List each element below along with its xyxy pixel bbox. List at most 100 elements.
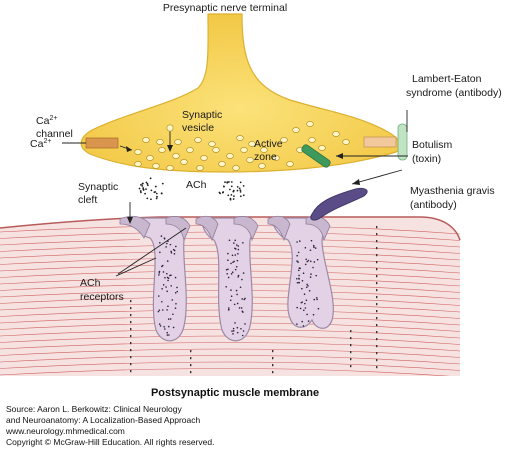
lambert-eaton-label-2: syndrome (antibody)	[406, 87, 502, 99]
receptor-dot	[158, 274, 160, 276]
receptor-dot	[159, 242, 161, 244]
receptor-dot	[234, 254, 237, 256]
tubule-dot	[130, 370, 132, 373]
ach-dot	[218, 191, 221, 194]
receptor-dot	[157, 310, 160, 313]
receptor-dot	[313, 261, 316, 263]
receptor-dot	[238, 307, 241, 309]
receptor-dot	[166, 309, 168, 311]
tubule-dot	[130, 349, 132, 352]
receptor-dot	[232, 261, 234, 264]
synaptic-cleft-label-2: cleft	[78, 194, 97, 206]
receptor-dot	[233, 303, 236, 306]
ach-dot	[239, 195, 242, 198]
receptor-dot	[298, 269, 300, 272]
receptor-dot	[298, 267, 301, 270]
synaptic-vesicles	[134, 121, 350, 171]
receptor-dot	[230, 289, 232, 291]
myasthenia-pointer	[351, 169, 403, 185]
receptor-pointer-2	[115, 257, 157, 277]
receptor-dot	[312, 313, 315, 316]
vesicle	[332, 131, 340, 137]
receptor-dot	[302, 309, 305, 312]
receptor-dot	[298, 240, 301, 242]
tubule-dot	[130, 342, 132, 345]
receptor-dot	[234, 239, 236, 242]
receptor-pointer-1	[117, 227, 187, 275]
receptor-dot	[161, 287, 163, 290]
ach-dot	[230, 193, 233, 196]
source-line-3: www.neurology.mhmedical.com	[5, 426, 125, 436]
tubule-dot	[376, 289, 378, 292]
ca-channel-icon	[85, 137, 119, 149]
receptor-dot	[230, 262, 232, 265]
tubule-dot	[376, 247, 378, 250]
ach-dot	[230, 185, 233, 188]
receptor-dot	[166, 290, 168, 293]
ach-dot	[149, 177, 152, 180]
receptor-dot	[236, 331, 239, 334]
receptor-dot	[304, 246, 307, 249]
receptor-dot	[306, 313, 308, 316]
active-zone-label: Active	[254, 138, 283, 150]
tubule-dot	[190, 357, 192, 360]
vesicle	[236, 135, 244, 141]
receptor-dot	[176, 286, 178, 289]
receptor-dot	[162, 284, 165, 286]
receptor-dot	[175, 302, 177, 305]
vesicle	[152, 163, 160, 169]
vesicle	[232, 165, 240, 171]
ach-dot	[239, 181, 242, 184]
ach-dot	[242, 184, 245, 187]
vesicle	[342, 139, 350, 145]
receptor-dot	[241, 334, 244, 337]
receptor-dot	[305, 286, 308, 289]
ach-dot	[144, 192, 146, 195]
receptor-dot	[165, 246, 167, 248]
receptor-dot	[296, 323, 298, 325]
tubule-dot	[190, 364, 192, 367]
ach-dot	[155, 192, 158, 195]
lambert-channel-icon	[363, 136, 397, 148]
terminal-body	[80, 13, 402, 173]
ach-dot	[142, 182, 144, 185]
receptor-dot	[312, 266, 314, 269]
receptor-dot	[307, 284, 309, 287]
tubule-dot	[376, 261, 378, 264]
receptor-dot	[236, 302, 239, 305]
ach-dot	[146, 197, 149, 200]
ach-dot	[138, 187, 141, 190]
receptor-dot	[301, 287, 303, 290]
vesicle	[194, 137, 202, 143]
ach-dot	[155, 197, 158, 200]
vesicle	[200, 155, 208, 161]
receptor-dot	[163, 237, 166, 240]
tubule-dot	[376, 268, 378, 271]
receptor-dot	[239, 286, 242, 289]
receptor-dot	[297, 261, 299, 263]
receptor-dot	[296, 277, 298, 280]
vesicle	[180, 159, 188, 165]
tubule-dot	[130, 328, 132, 331]
tubule-dot	[350, 365, 352, 368]
vesicle	[174, 139, 182, 145]
receptor-dot	[297, 251, 300, 254]
vesicle	[308, 137, 316, 143]
active-zone-label-2: zone	[254, 151, 277, 163]
receptor-dot	[174, 292, 177, 294]
ach-dot	[224, 181, 226, 184]
receptor-dot	[244, 297, 246, 300]
receptor-dot	[166, 272, 168, 275]
ach-dot	[230, 181, 233, 183]
receptor-dot	[166, 242, 168, 245]
receptor-dot	[244, 323, 246, 325]
receptor-dot	[242, 272, 245, 274]
receptor-dot	[226, 272, 228, 275]
receptor-dot	[225, 268, 228, 271]
tubule-dot	[350, 351, 352, 354]
ach-dot	[153, 191, 156, 194]
tubule-dot	[376, 240, 378, 243]
receptor-dot	[296, 254, 299, 257]
synaptic-vesicle-label-2: vesicle	[182, 122, 214, 134]
ach-dot	[140, 191, 142, 194]
